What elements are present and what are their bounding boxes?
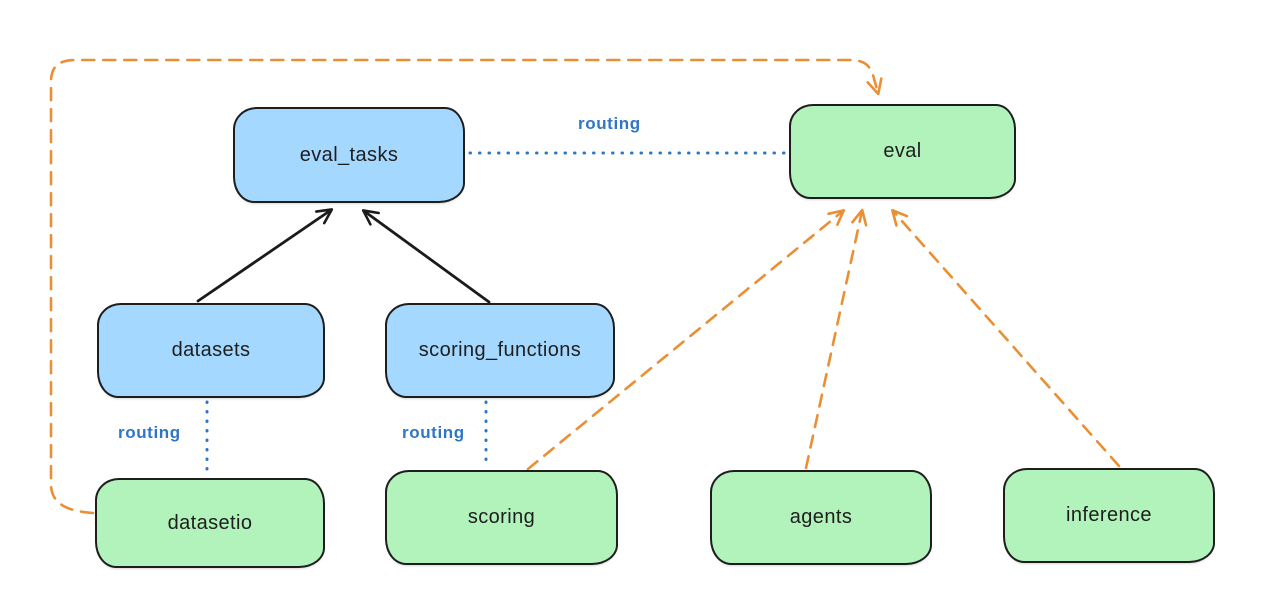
node-eval: eval xyxy=(789,104,1016,199)
node-agents: agents xyxy=(710,470,932,565)
node-agents-label: agents xyxy=(789,506,853,528)
edge-agents-to-eval xyxy=(804,208,868,470)
edge-scoring_functions-to-eval_tasks xyxy=(361,209,491,304)
node-scoring-label: scoring xyxy=(467,506,536,528)
node-inference: inference xyxy=(1003,468,1215,563)
edge-label-routing-eval_tasks-eval: routing xyxy=(578,114,641,133)
node-eval-tasks: eval_tasks xyxy=(233,107,465,203)
node-eval-tasks-label: eval_tasks xyxy=(299,143,399,166)
edge-label-routing-scoring_functions-scoring: routing xyxy=(402,423,465,442)
edge-scoring-to-eval xyxy=(526,209,846,471)
edge-label-routing-datasets-datasetio: routing xyxy=(118,423,181,442)
node-datasets: datasets xyxy=(97,303,325,398)
node-datasets-label: datasets xyxy=(171,339,251,361)
node-inference-label: inference xyxy=(1066,504,1152,526)
edge-inference-to-eval xyxy=(891,208,1121,468)
node-scoring: scoring xyxy=(385,470,618,565)
node-scoring-functions: scoring_functions xyxy=(385,303,615,398)
node-scoring-functions-label: scoring_functions xyxy=(418,339,582,361)
edge-datasets-to-eval_tasks xyxy=(196,208,334,303)
node-datasetio-label: datasetio xyxy=(167,511,253,534)
node-eval-label: eval xyxy=(883,140,922,162)
node-datasetio: datasetio xyxy=(95,478,325,568)
edge-datasetio-to-eval xyxy=(49,58,883,515)
